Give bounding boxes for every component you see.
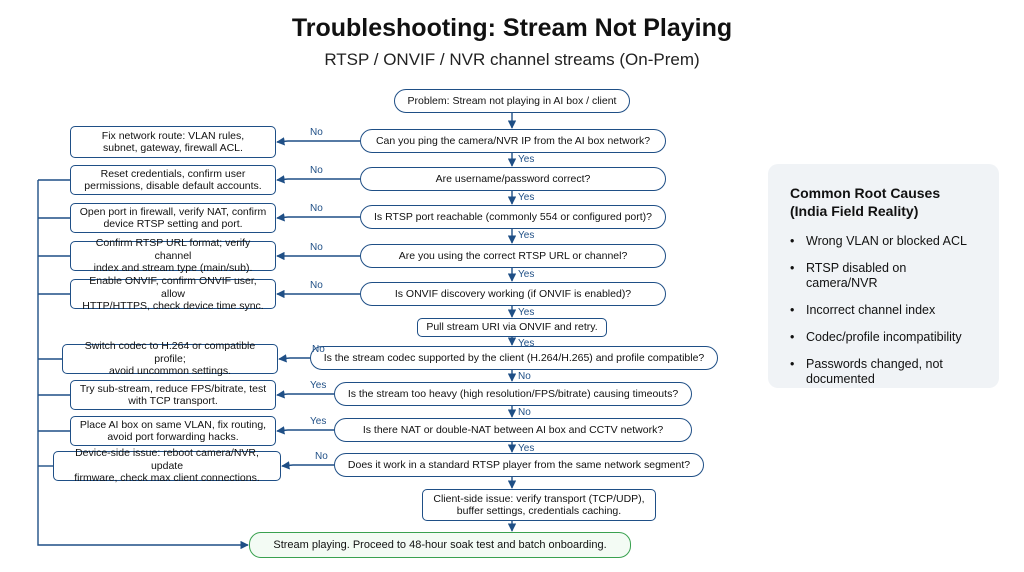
down-label-4: Yes — [518, 269, 535, 280]
side-connector-8 — [276, 426, 334, 435]
bullet-icon: • — [790, 303, 795, 317]
root-cause-item: • RTSP disabled on camera/NVR — [790, 261, 977, 291]
decision-8: Is the stream too heavy (high resolution… — [334, 382, 692, 406]
side-label-9: No — [315, 451, 328, 462]
side-connector-3 — [276, 213, 360, 222]
final-node: Stream playing. Proceed to 48-hour soak … — [249, 532, 631, 558]
side-label-1: No — [310, 127, 323, 138]
page-subtitle: RTSP / ONVIF / NVR channel streams (On-P… — [324, 50, 700, 69]
side-connector-6 — [278, 354, 310, 363]
fix-action-4: Confirm RTSP URL format; verify channel … — [70, 237, 276, 274]
decision-5: Is ONVIF discovery working (if ONVIF is … — [360, 282, 666, 306]
side-label-8: Yes — [310, 416, 327, 427]
down-label-3: Yes — [518, 230, 535, 241]
root-cause-text: RTSP disabled on camera/NVR — [806, 261, 907, 290]
side-label-2: No — [310, 165, 323, 176]
fix-action-3: Open port in firewall, verify NAT, confi… — [70, 203, 276, 233]
fix-action-2: Reset credentials, confirm user permissi… — [70, 165, 276, 195]
down-label-5: Yes — [518, 307, 535, 318]
side-label-6: No — [312, 344, 325, 355]
side-label-3: No — [310, 203, 323, 214]
side-label-5: No — [310, 280, 323, 291]
root-causes-list: • Wrong VLAN or blocked ACL • RTSP disabled… — [790, 234, 977, 387]
down-label-2: Yes — [518, 192, 535, 203]
down-label-6: Yes — [518, 338, 535, 349]
fix-action-1: Fix network route: VLAN rules, subnet, g… — [70, 126, 276, 158]
decision-7: Is the stream codec supported by the cli… — [310, 346, 718, 370]
side-connector-7 — [276, 390, 334, 399]
return-bus — [37, 180, 249, 550]
side-connector-2 — [276, 175, 360, 184]
root-cause-item: • Passwords changed, not documented — [790, 357, 977, 387]
down-label-8: No — [518, 407, 531, 418]
root-cause-text: Passwords changed, not documented — [806, 357, 943, 386]
down-label-1: Yes — [518, 154, 535, 165]
root-cause-text: Wrong VLAN or blocked ACL — [806, 234, 967, 248]
root-causes-panel: Common Root Causes (India Field Reality)… — [768, 164, 999, 388]
fix-action-6: Switch codec to H.264 or compatible prof… — [62, 340, 278, 377]
fix-action-9: Device-side issue: reboot camera/NVR, up… — [53, 447, 281, 484]
side-connector-1 — [276, 137, 360, 146]
side-connector-9 — [281, 461, 334, 470]
panel-title: Common Root Causes (India Field Reality) — [790, 185, 941, 219]
decision-10: Does it work in a standard RTSP player f… — [334, 453, 704, 477]
page-title: Troubleshooting: Stream Not Playing — [291, 14, 733, 42]
bullet-icon: • — [790, 234, 795, 248]
decision-11: Client-side issue: verify transport (TCP… — [422, 489, 656, 521]
root-cause-text: Incorrect channel index — [806, 303, 936, 317]
root-cause-text: Codec/profile incompatibility — [806, 330, 962, 344]
decision-9: Is there NAT or double-NAT between AI bo… — [334, 418, 692, 442]
root-cause-item: • Codec/profile incompatibility — [790, 330, 977, 345]
bullet-icon: • — [790, 330, 795, 344]
fix-action-5: Enable ONVIF, confirm ONVIF user, allow … — [70, 275, 276, 312]
side-label-7: Yes — [310, 380, 327, 391]
down-label-7: No — [518, 371, 531, 382]
fix-action-7: Try sub-stream, reduce FPS/bitrate, test… — [70, 380, 276, 410]
root-cause-item: • Incorrect channel index — [790, 303, 977, 318]
down-label-9: Yes — [518, 443, 535, 454]
side-label-4: No — [310, 242, 323, 253]
decision-6: Pull stream URI via ONVIF and retry. — [417, 318, 607, 337]
decision-1: Can you ping the camera/NVR IP from the … — [360, 129, 666, 153]
root-cause-item: • Wrong VLAN or blocked ACL — [790, 234, 977, 249]
bullet-icon: • — [790, 357, 795, 371]
start-node: Problem: Stream not playing in AI box / … — [394, 89, 630, 113]
fix-action-8: Place AI box on same VLAN, fix routing, … — [70, 416, 276, 446]
decision-3: Is RTSP port reachable (commonly 554 or … — [360, 205, 666, 229]
bullet-icon: • — [790, 261, 795, 275]
decision-4: Are you using the correct RTSP URL or ch… — [360, 244, 666, 268]
decision-2: Are username/password correct? — [360, 167, 666, 191]
